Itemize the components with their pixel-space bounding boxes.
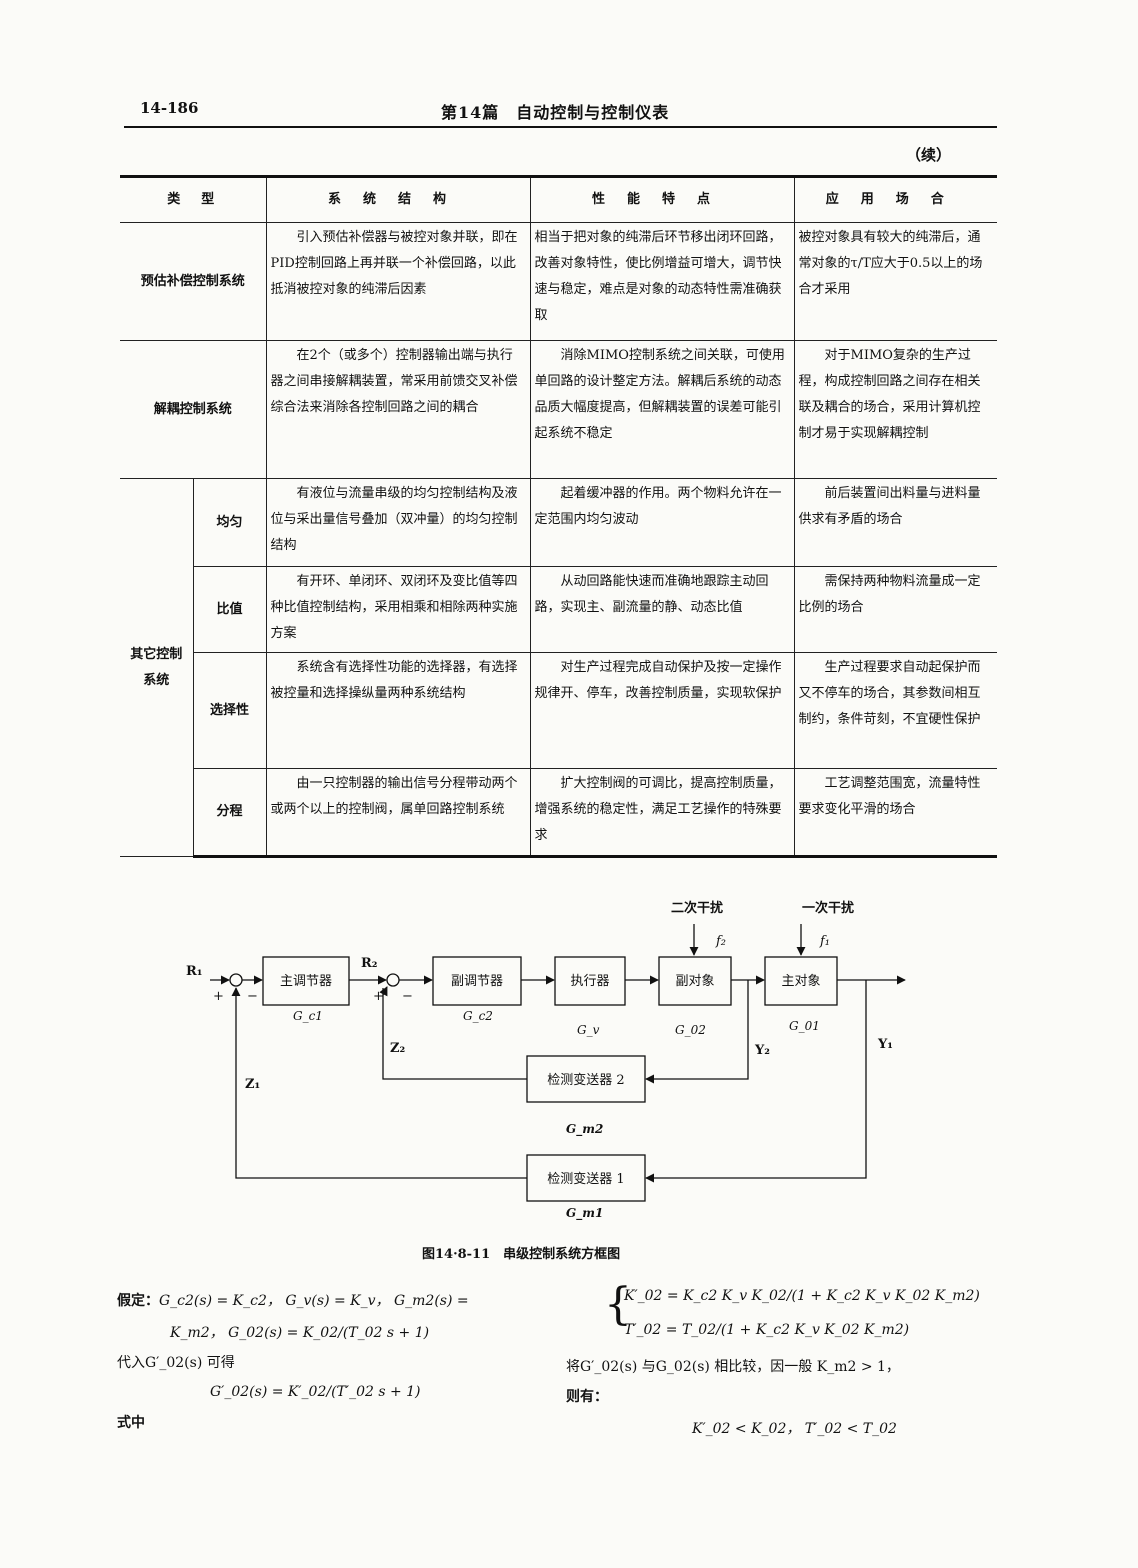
main-object-label: 主对象 bbox=[781, 974, 820, 989]
result-equation: G′_02(s) = K′_02/(T′_02 s + 1) bbox=[210, 1384, 421, 1400]
row-applications: 生产过程要求自动起保护而又不停车的场合，其参数间相互制约，条件苛刻，不宜硬性保护 bbox=[794, 652, 998, 769]
row-applications: 前后装置间出料量与进料量供求有矛盾的场合 bbox=[794, 478, 998, 567]
sub-controller-label: 副调节器 bbox=[451, 974, 503, 989]
disturbance-2-label: 二次干扰 bbox=[671, 900, 723, 916]
actuator-box bbox=[554, 956, 626, 1006]
then-line: 则有： bbox=[566, 1389, 608, 1405]
row-type: 预估补偿控制系统 bbox=[120, 222, 267, 341]
substitute-line: 代入G′_02(s) 可得 bbox=[117, 1355, 235, 1371]
compare-line: 将G′_02(s) 与G_02(s) 相比较，因一般 K_m2 > 1， bbox=[566, 1359, 900, 1375]
gc2-label: G_c2 bbox=[463, 1009, 493, 1023]
sub-object-label: 副对象 bbox=[675, 974, 714, 989]
r2-label: R₂ bbox=[361, 956, 378, 971]
where-label: 式中 bbox=[117, 1415, 145, 1431]
control-systems-table: 类 型 系统结构 性能特点 应用场合 预估补偿控制系统 引入预估补偿器与被控对象… bbox=[120, 175, 998, 858]
y1-label: Y₁ bbox=[877, 1037, 893, 1052]
k-equation: K′_02 = K_c2 K_v K_02/(1 + K_c2 K_v K_02… bbox=[624, 1288, 980, 1304]
row-structure: 有液位与流量串级的均匀控制结构及液位与采出量信号叠加（双冲量）的均匀控制结构 bbox=[266, 478, 531, 567]
row-applications: 工艺调整范围宽，流量特性要求变化平滑的场合 bbox=[794, 768, 998, 858]
header-rule bbox=[124, 126, 997, 128]
page-number: 14-186 bbox=[140, 99, 199, 117]
row-structure: 由一只控制器的输出信号分程带动两个或两个以上的控制阀，属单回路控制系统 bbox=[266, 768, 531, 858]
assume-text-1: G_c2(s) = K_c2， G_v(s) = K_v， G_m2(s) = bbox=[159, 1293, 469, 1309]
col-header-type: 类 型 bbox=[120, 175, 267, 223]
row-applications: 对于MIMO复杂的生产过程，构成控制回路之间存在相关联及耦合的场合，采用计算机控… bbox=[794, 340, 998, 479]
gv-label: G_v bbox=[577, 1023, 600, 1037]
f2-label: f₂ bbox=[715, 934, 726, 949]
table-row: 预估补偿控制系统 引入预估补偿器与被控对象并联，即在PID控制回路上再并联一个补… bbox=[120, 222, 998, 341]
col-header-applications: 应用场合 bbox=[794, 175, 998, 223]
table-row: 分程 由一只控制器的输出信号分程带动两个或两个以上的控制阀，属单回路控制系统 扩… bbox=[120, 768, 998, 858]
sub-controller-box bbox=[432, 956, 522, 1006]
sub-type: 比值 bbox=[193, 566, 267, 653]
main-controller-box bbox=[262, 956, 350, 1006]
disturbance-1-label: 一次干扰 bbox=[802, 900, 854, 916]
plus-sign-1: + bbox=[213, 989, 224, 1004]
g01-label: G_01 bbox=[789, 1019, 820, 1033]
minus-sign-2: − bbox=[402, 989, 413, 1004]
plus-sign-2: + bbox=[373, 989, 384, 1004]
row-features: 相当于把对象的纯滞后环节移出闭环回路，改善对象特性，使比例增益可增大，调节快速与… bbox=[530, 222, 795, 341]
t-equation: T′_02 = T_02/(1 + K_c2 K_v K_02 K_m2) bbox=[624, 1322, 910, 1338]
row-features: 起着缓冲器的作用。两个物料允许在一定范围内均匀波动 bbox=[530, 478, 795, 567]
f1-label: f₁ bbox=[819, 934, 830, 949]
table-row: 其它控制系统 均匀 有液位与流量串级的均匀控制结构及液位与采出量信号叠加（双冲量… bbox=[120, 478, 998, 857]
row-structure: 有开环、单闭环、双闭环及变比值等四种比值控制结构，采用相乘和相除两种实施方案 bbox=[266, 566, 531, 653]
row-structure: 在2个（或多个）控制器输出端与执行器之间串接解耦装置，常采用前馈交叉补偿综合法来… bbox=[266, 340, 531, 479]
transmitter-1-label: 检测变送器 1 bbox=[547, 1171, 624, 1187]
figure-caption: 图14·8-11 串级控制系统方框图 bbox=[422, 1247, 621, 1262]
z1-label: Z₁ bbox=[245, 1077, 260, 1092]
sub-type: 均匀 bbox=[193, 478, 267, 567]
table-row: 解耦控制系统 在2个（或多个）控制器输出端与执行器之间串接解耦装置，常采用前馈交… bbox=[120, 340, 998, 479]
gm2-label: G_m2 bbox=[566, 1122, 603, 1137]
continued-mark: （续） bbox=[906, 146, 952, 164]
main-object-box bbox=[764, 956, 838, 1006]
col-header-features: 性能特点 bbox=[530, 175, 795, 223]
summing-junction-1 bbox=[229, 973, 243, 987]
sub-object-box bbox=[658, 956, 732, 1006]
col-header-structure: 系统结构 bbox=[266, 175, 531, 223]
brace-icon: { bbox=[604, 1279, 632, 1330]
row-features: 对生产过程完成自动保护及按一定操作规律开、停车，改善控制质量，实现软保护 bbox=[530, 652, 795, 769]
group-type: 其它控制系统 bbox=[120, 478, 194, 857]
row-features: 从动回路能快速而准确地跟踪主动回路，实现主、副流量的静、动态比值 bbox=[530, 566, 795, 653]
sub-type: 选择性 bbox=[193, 652, 267, 769]
row-structure: 系统含有选择性功能的选择器，有选择被控量和选择操纵量两种系统结构 bbox=[266, 652, 531, 769]
row-applications: 需保持两种物料流量成一定比例的场合 bbox=[794, 566, 998, 653]
r1-label: R₁ bbox=[186, 964, 203, 979]
table-row: 选择性 系统含有选择性功能的选择器，有选择被控量和选择操纵量两种系统结构 对生产… bbox=[120, 652, 998, 769]
section-title: 第14篇 自动控制与控制仪表 bbox=[441, 103, 670, 122]
z2-label: Z₂ bbox=[390, 1041, 405, 1056]
row-applications: 被控对象具有较大的纯滞后，通常对象的τ/T应大于0.5以上的场合才采用 bbox=[794, 222, 998, 341]
actuator-label: 执行器 bbox=[570, 974, 609, 989]
row-type: 解耦控制系统 bbox=[120, 340, 267, 479]
row-features: 扩大控制阀的可调比，提高控制质量，增强系统的稳定性，满足工艺操作的特殊要求 bbox=[530, 768, 795, 858]
main-controller-label: 主调节器 bbox=[280, 974, 332, 989]
gc1-label: G_c1 bbox=[293, 1009, 323, 1023]
sub-type: 分程 bbox=[193, 768, 267, 858]
minus-sign-1: − bbox=[247, 989, 258, 1004]
y2-label: Y₂ bbox=[754, 1043, 770, 1058]
table-row: 比值 有开环、单闭环、双闭环及变比值等四种比值控制结构，采用相乘和相除两种实施方… bbox=[120, 566, 998, 653]
g02-label: G_02 bbox=[675, 1023, 706, 1037]
table-header-row: 类 型 系统结构 性能特点 应用场合 bbox=[120, 175, 998, 223]
transmitter-2-label: 检测变送器 2 bbox=[547, 1072, 624, 1088]
assume-line-1: 假定：G_c2(s) = K_c2， G_v(s) = K_v， G_m2(s)… bbox=[117, 1290, 469, 1310]
row-features: 消除MIMO控制系统之间关联，可使用单回路的设计整定方法。解耦后系统的动态品质大… bbox=[530, 340, 795, 479]
gm1-label: G_m1 bbox=[566, 1206, 603, 1221]
assume-label: 假定： bbox=[117, 1293, 159, 1309]
summing-junction-2 bbox=[386, 973, 400, 987]
row-structure: 引入预估补偿器与被控对象并联，即在PID控制回路上再并联一个补偿回路，以此抵消被… bbox=[266, 222, 531, 341]
conclusion-equation: K′_02 < K_02， T′_02 < T_02 bbox=[692, 1421, 897, 1437]
assume-line-2: K_m2， G_02(s) = K_02/(T_02 s + 1) bbox=[170, 1325, 430, 1341]
